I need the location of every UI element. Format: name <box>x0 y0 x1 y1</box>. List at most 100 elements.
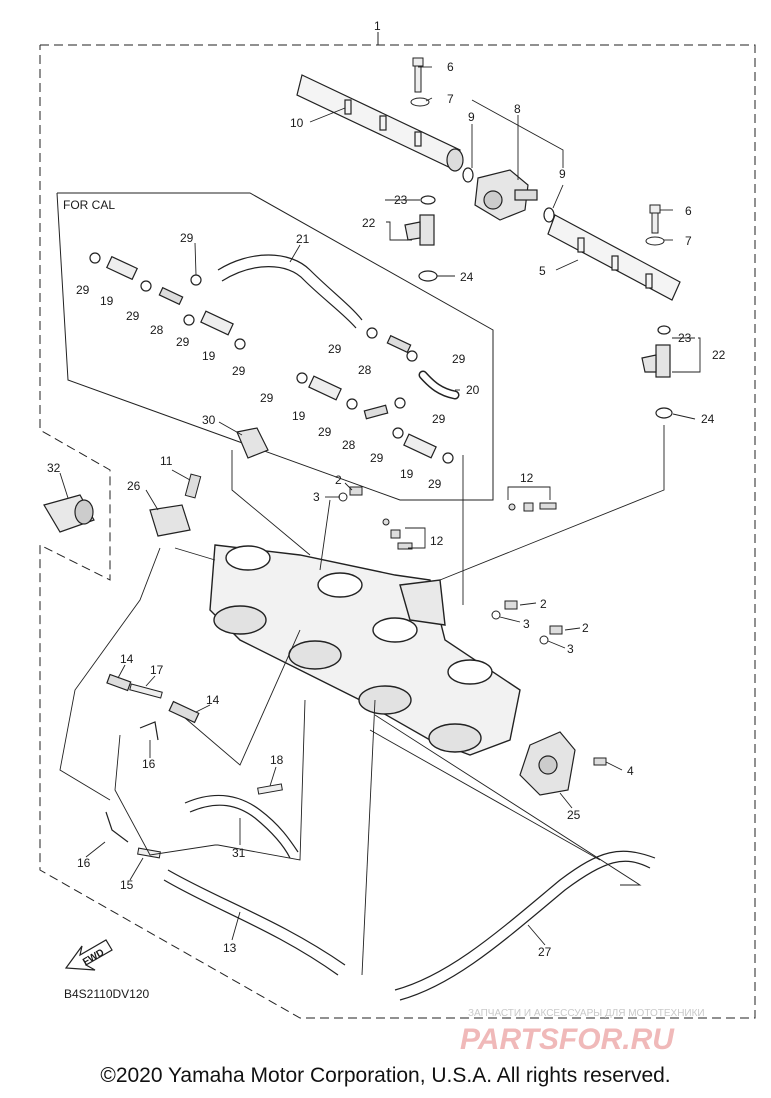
callout-30: 30 <box>202 413 216 427</box>
callout-19: 19 <box>100 294 114 308</box>
collar-7-upper <box>410 97 430 107</box>
callout-4: 4 <box>627 764 634 778</box>
callout-29: 29 <box>176 335 190 349</box>
callout-12: 12 <box>430 534 444 548</box>
callout-9: 9 <box>559 167 566 181</box>
callout-15: 15 <box>120 878 134 892</box>
hose-27 <box>394 850 656 1001</box>
caps-2 <box>349 486 563 635</box>
callout-6: 6 <box>685 204 692 218</box>
injector-22-right <box>641 325 671 378</box>
callout-25: 25 <box>567 808 581 822</box>
injector-22-upper <box>404 195 436 246</box>
callout-1: 1 <box>374 19 381 33</box>
for-cal-boundary <box>56 192 494 501</box>
callout-29: 29 <box>328 342 342 356</box>
callout-11: 11 <box>160 454 173 468</box>
sensor-26 <box>149 504 191 537</box>
callout-18: 18 <box>270 753 284 767</box>
callout-31: 31 <box>232 846 246 860</box>
hoses-16 <box>105 721 159 843</box>
seal-24-upper <box>418 270 438 282</box>
o-ring-9-left <box>462 167 474 183</box>
bolt-6-right <box>649 204 661 234</box>
o-ring-9-right <box>543 207 555 223</box>
fwd-arrow-icon: FWD <box>64 939 113 971</box>
callout-29: 29 <box>232 364 246 378</box>
callout-9: 9 <box>468 110 475 124</box>
callout-6: 6 <box>447 60 454 74</box>
diagram-code: B4S2110DV120 <box>64 987 150 1001</box>
callout-3: 3 <box>567 642 574 656</box>
screw-4 <box>593 757 607 766</box>
leader-lines <box>59 66 701 976</box>
callout-13: 13 <box>223 941 237 955</box>
for-cal-label: FOR CAL <box>63 198 115 212</box>
callout-2: 2 <box>582 621 589 635</box>
callout-2: 2 <box>335 473 342 487</box>
callout-8: 8 <box>514 102 521 116</box>
callout-14: 14 <box>120 652 134 666</box>
bolt-6-upper <box>412 57 424 93</box>
callout-28: 28 <box>342 438 356 452</box>
fuel-rail-10 <box>296 74 464 172</box>
callout-12: 12 <box>520 471 534 485</box>
callout-17: 17 <box>150 663 164 677</box>
callout-28: 28 <box>358 363 372 377</box>
callout-28: 28 <box>150 323 164 337</box>
collar-7-right <box>645 236 665 246</box>
callout-29: 29 <box>318 425 332 439</box>
callout-7: 7 <box>685 234 692 248</box>
hoses-14 <box>106 673 200 724</box>
assembly-boundary <box>39 44 756 1019</box>
cap-32 <box>43 494 95 533</box>
callout-7: 7 <box>447 92 454 106</box>
callout-29: 29 <box>432 412 446 426</box>
callout-5: 5 <box>539 264 546 278</box>
callout-29: 29 <box>126 309 140 323</box>
callout-26: 26 <box>127 479 141 493</box>
callout-14: 14 <box>206 693 220 707</box>
sensor-30 <box>236 427 269 459</box>
callout-22: 22 <box>362 216 376 230</box>
callout-29: 29 <box>370 451 384 465</box>
callout-21: 21 <box>296 232 310 246</box>
callout-2: 2 <box>540 597 547 611</box>
hose-13 <box>163 869 346 976</box>
callout-32: 32 <box>47 461 61 475</box>
joints-28 <box>158 286 412 420</box>
callout-19: 19 <box>292 409 306 423</box>
hoses-19 <box>105 255 437 459</box>
callout-20: 20 <box>466 383 480 397</box>
sensor-11 <box>184 473 202 499</box>
callout-23: 23 <box>394 193 408 207</box>
seal-24-right <box>655 407 673 419</box>
copyright-notice: ©2020 Yamaha Motor Corporation, U.S.A. A… <box>100 1064 671 1087</box>
joint-17 <box>129 683 163 699</box>
callout-23: 23 <box>678 331 692 345</box>
callout-27: 27 <box>538 945 552 959</box>
throttle-sensor-25 <box>519 731 576 796</box>
callout-29: 29 <box>76 283 90 297</box>
watermark-tagline: ЗАПЧАСТИ И АКСЕССУАРЫ ДЛЯ МОТОТЕХНИКИ <box>468 1008 705 1019</box>
callout-29: 29 <box>452 352 466 366</box>
callout-19: 19 <box>202 349 216 363</box>
callout-24: 24 <box>701 412 715 426</box>
screws-12 <box>382 502 557 550</box>
fwd-label: FWD <box>81 947 106 968</box>
callout-29: 29 <box>428 477 442 491</box>
callout-19: 19 <box>400 467 414 481</box>
pressure-regulator-8 <box>474 169 538 221</box>
joint-18 <box>257 783 283 795</box>
throttle-body <box>209 544 521 756</box>
parts-diagram: 1 6 7 10 9 8 9 23 22 24 6 7 5 23 22 24 2… <box>39 19 756 1056</box>
fuel-rail-5 <box>547 214 681 301</box>
callout-29: 29 <box>180 231 194 245</box>
clamps-29 <box>89 252 454 464</box>
callout-16: 16 <box>77 856 91 870</box>
callout-3: 3 <box>523 617 530 631</box>
callout-10: 10 <box>290 116 304 130</box>
callout-16: 16 <box>142 757 156 771</box>
callout-22: 22 <box>712 348 726 362</box>
hose-21 <box>217 254 363 329</box>
